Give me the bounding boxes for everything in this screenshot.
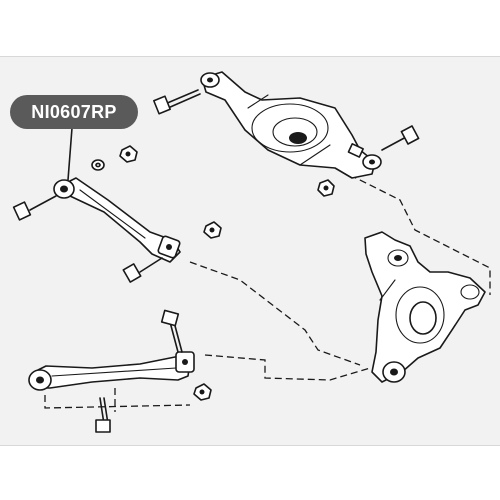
washer-icon — [91, 159, 105, 171]
nut-icon — [119, 145, 138, 163]
nut-icon — [193, 383, 212, 401]
part-number-badge: NI0607RP — [10, 95, 138, 129]
label-leader-line — [67, 127, 73, 181]
bolt-icon — [12, 195, 57, 221]
bolt-icon — [95, 397, 111, 433]
bolt-icon — [153, 89, 201, 115]
nut-icon — [317, 179, 335, 197]
bolt-icon — [160, 309, 183, 353]
nut-icon — [203, 221, 222, 239]
bushing-icon — [175, 351, 195, 373]
knuckle-assembly — [364, 231, 486, 383]
assembly-guide-lines — [44, 174, 491, 412]
bolt-icon — [381, 125, 420, 151]
lower-link-arm — [33, 355, 191, 389]
bushing-icon — [157, 235, 181, 259]
bushing-icon — [53, 179, 75, 199]
bushing-icon — [28, 369, 52, 391]
bolt-icon — [122, 257, 163, 283]
upper-control-arm — [200, 71, 382, 179]
